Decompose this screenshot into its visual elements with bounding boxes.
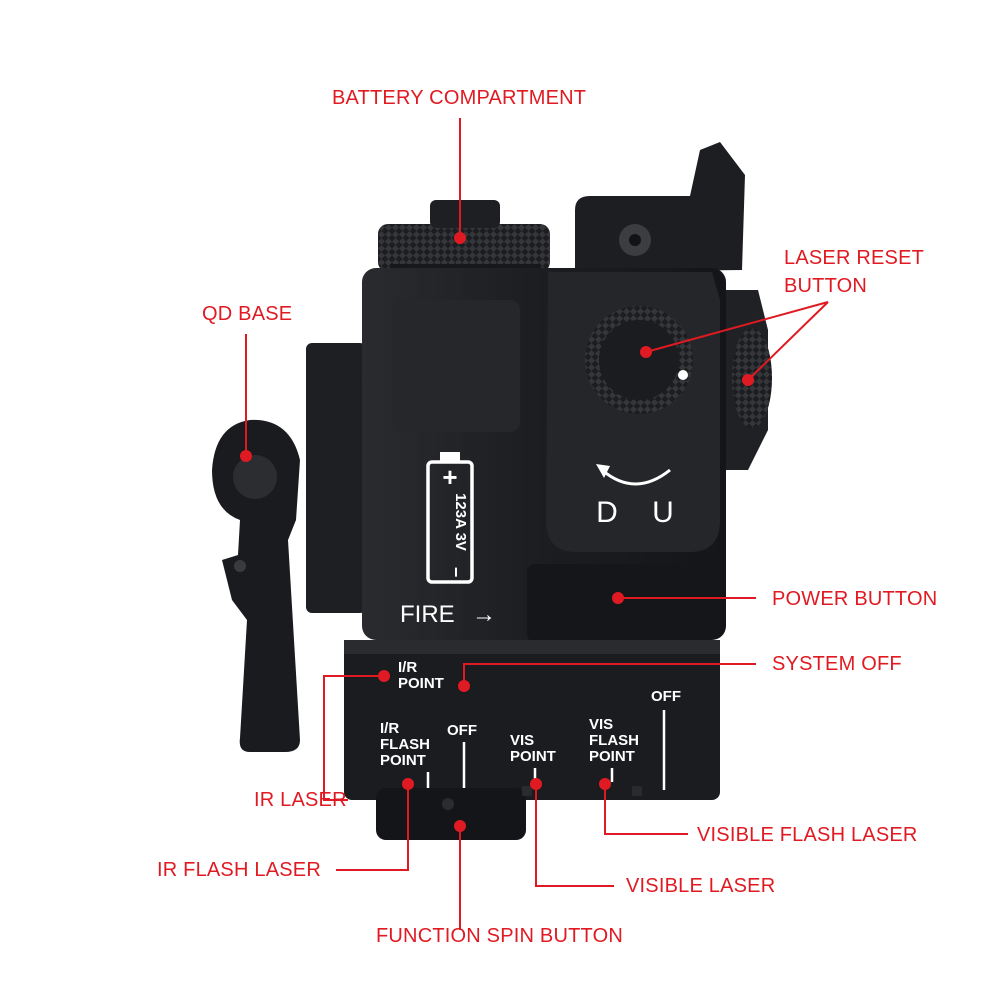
laser-reset-dial-face	[599, 320, 679, 400]
selector-top-lip	[344, 640, 720, 654]
battery-cap-top	[430, 200, 500, 228]
dial-index-dot	[678, 370, 688, 380]
mount-screw-socket	[629, 234, 641, 246]
rear-mount	[575, 142, 745, 272]
callout-laser-reset-line2: BUTTON	[784, 275, 868, 297]
qd-lever[interactable]	[212, 419, 300, 752]
callout-system-off: SYSTEM OFF	[772, 653, 902, 675]
aperture-right	[632, 786, 642, 796]
off-left-label: OFF	[447, 722, 477, 739]
callout-ir-laser: IR LASER	[254, 789, 347, 811]
dial-down-label: D	[596, 496, 618, 529]
battery-plus-sign: +	[442, 462, 457, 492]
ir-point-label-1: I/R	[398, 659, 417, 676]
battery-minus-sign: −	[446, 567, 466, 578]
switch-position-marks	[426, 710, 666, 790]
battery-cap-knurl[interactable]	[378, 224, 550, 272]
vis-flash-label-1: VIS	[589, 716, 613, 733]
aperture-left	[522, 786, 532, 796]
battery-icon-tip	[440, 452, 460, 462]
callout-function-spin-button: FUNCTION SPIN BUTTON	[376, 925, 623, 947]
qd-lever-pivot	[233, 455, 277, 499]
callout-ir-flash-laser: IR FLASH LASER	[157, 859, 321, 881]
dial-direction-arrowhead	[596, 464, 610, 478]
function-spin-knob[interactable]	[376, 788, 526, 840]
ir-point-label-2: POINT	[398, 675, 444, 692]
battery-rating-label: 123A 3V	[452, 493, 469, 551]
mode-switch-labels: I/R POINT OFF I/R FLASH POINT VIS POINT …	[380, 659, 681, 769]
callout-laser-reset: LASER RESET BUTTON	[784, 244, 924, 300]
callout-visible-laser: VISIBLE LASER	[626, 875, 776, 897]
fire-label: FIRE	[400, 601, 455, 628]
vis-flash-label-3: POINT	[589, 748, 635, 765]
ir-flash-label-1: I/R	[380, 720, 399, 737]
dial-up-label: U	[652, 496, 674, 529]
off-right-label: OFF	[651, 688, 681, 705]
fire-arrow: →	[472, 601, 496, 628]
qd-base-plate	[306, 343, 366, 613]
ir-flash-label-2: FLASH	[380, 736, 430, 753]
ir-flash-label-3: POINT	[380, 752, 426, 769]
vis-point-label-1: VIS	[510, 732, 534, 749]
callout-battery-compartment: BATTERY COMPARTMENT	[332, 87, 587, 109]
vis-point-label-2: POINT	[510, 748, 556, 765]
body-window	[392, 300, 520, 432]
callout-laser-reset-line1: LASER RESET	[784, 247, 925, 269]
selector-block	[344, 640, 720, 800]
callout-dots	[240, 232, 754, 832]
dial-direction-arc	[601, 468, 671, 486]
callout-lines	[245, 118, 829, 930]
power-button[interactable]	[527, 564, 687, 642]
callout-qd-base: QD BASE	[202, 303, 293, 325]
callout-visible-flash-laser: VISIBLE FLASH LASER	[697, 824, 918, 846]
callout-power-button: POWER BUTTON	[772, 588, 938, 610]
spin-knob-screw	[442, 798, 454, 810]
qd-lever-pin	[234, 560, 246, 572]
vis-flash-label-2: FLASH	[589, 732, 639, 749]
